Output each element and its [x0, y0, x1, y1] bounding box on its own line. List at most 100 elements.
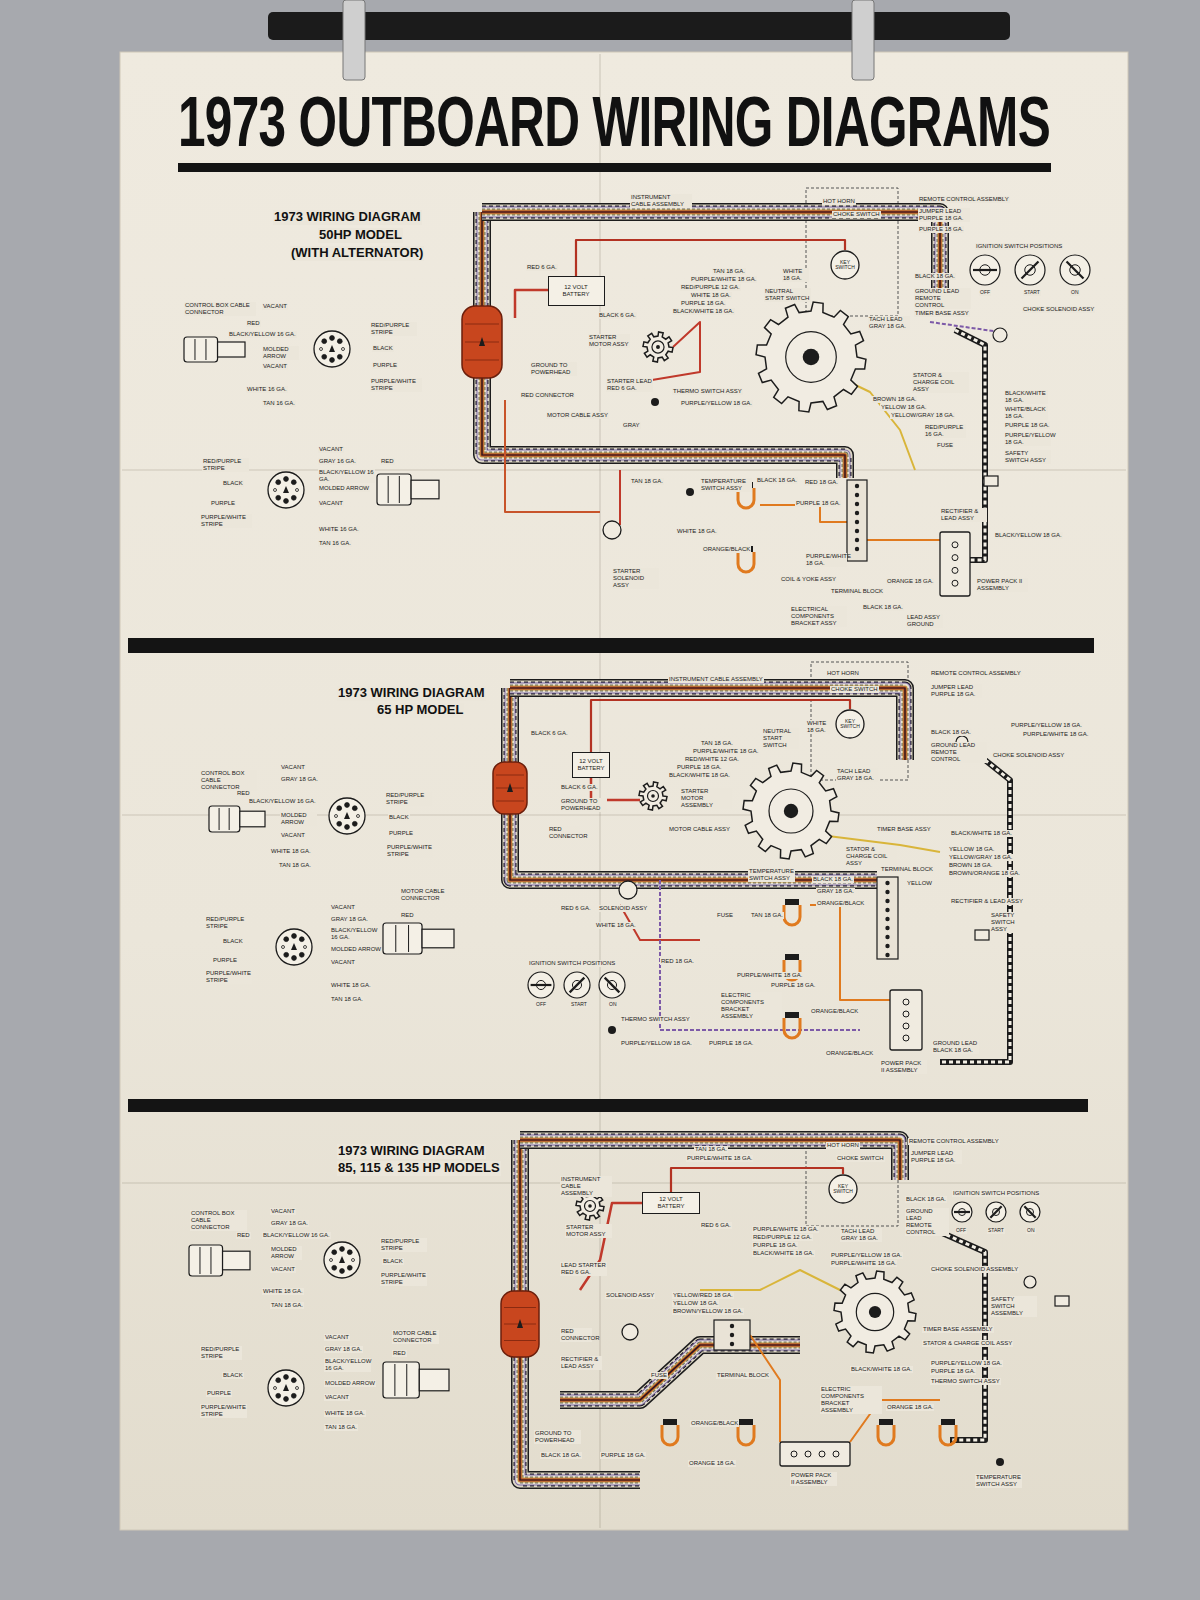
wire-label: RECTIFIER & LEAD ASSY	[950, 898, 1024, 905]
key-switch-outline	[829, 1175, 857, 1203]
connector-pin	[322, 339, 327, 344]
wire-label: TAN 18 GA.	[330, 996, 364, 1003]
key-slot	[973, 269, 997, 271]
wire-label: WHITE 16 GA.	[318, 526, 360, 533]
terminal-screw	[730, 1333, 734, 1337]
key-slot	[531, 984, 552, 986]
component-label: KEY SWITCH	[834, 260, 856, 271]
connector-pin	[337, 339, 342, 344]
power-pack-terminal	[903, 999, 909, 1005]
connector-pin	[276, 1378, 281, 1383]
wire-label: IGNITION SWITCH POSITIONS	[528, 960, 616, 967]
wire-label: LEAD STARTER RED 6 GA.	[560, 1262, 607, 1276]
wire-label: PURPLE/WHITE STRIPE	[370, 378, 422, 392]
connector-pin	[291, 1393, 296, 1398]
wire-label: POWER PACK II ASSEMBLY	[976, 578, 1028, 592]
wire-label: PURPLE/WHITE STRIPE	[200, 1404, 247, 1418]
wire-label: BLACK	[222, 480, 244, 487]
wire-label: MOLDED ARROW	[318, 485, 370, 492]
connector-ridge	[504, 1340, 536, 1341]
thermo-switch	[608, 1026, 616, 1034]
wire-label: MOLDED ARROW	[324, 1380, 376, 1387]
power-pack-terminal	[903, 1023, 909, 1029]
wire-label: STARTER MOTOR ASSY	[565, 1224, 612, 1238]
starter-solenoid	[603, 521, 621, 539]
wire-label: STARTER MOTOR ASSY	[588, 334, 630, 348]
wire-label: TEMPERATURE SWITCH ASSY	[700, 478, 752, 492]
wire-label: STATOR & CHARGE COIL ASSY	[922, 1340, 1013, 1347]
flywheel-hub	[652, 341, 664, 353]
wire-label: RED	[236, 1232, 251, 1239]
power-pack-terminal	[819, 1451, 825, 1457]
starter-solenoid	[622, 1324, 638, 1340]
wire	[760, 505, 847, 522]
wire-label: POWER PACK II ASSEMBLY	[790, 1472, 837, 1486]
wire-label: BLACK/YELLOW 16 GA.	[330, 927, 377, 941]
key-switch-circle: KEY SWITCH	[828, 1174, 858, 1204]
connector-pin	[291, 495, 296, 500]
wire	[640, 322, 700, 382]
battery-box: 12 VOLT BATTERY	[642, 1192, 700, 1214]
wire-label: RECTIFIER & LEAD ASSY	[560, 1356, 602, 1370]
flywheel-hub	[651, 794, 655, 798]
hanger-clip	[852, 0, 874, 80]
wire-label: RED/PURPLE STRIPE	[202, 458, 249, 472]
plug-detail	[395, 925, 396, 952]
choke-solenoid	[993, 328, 1007, 342]
key-slot	[570, 978, 585, 993]
component-label: 12 VOLT BATTERY	[575, 758, 607, 771]
wire-label: REMOTE CONTROL ASSEMBLY	[918, 196, 1010, 203]
wire-label: ORANGE/BLACK	[810, 1008, 859, 1015]
ignition-coil	[785, 954, 799, 960]
connector-pin	[352, 821, 357, 826]
terminal-screw	[885, 944, 889, 948]
wire-label: BLACK/YELLOW 16 GA.	[262, 1232, 331, 1239]
wire-label: SOLENOID ASSY	[605, 1292, 655, 1299]
wire-label: GROUND LEAD BLACK 18 GA.	[932, 1040, 979, 1054]
plug-detail	[210, 1247, 211, 1274]
wire-harness	[510, 688, 905, 760]
power-pack-terminal	[903, 1035, 909, 1041]
wire-label: PURPLE/YELLOW 18 GA.	[680, 400, 753, 407]
key-switch-outline	[836, 710, 864, 738]
connector-pin	[357, 815, 360, 818]
wire-label: TERMINAL BLOCK	[880, 866, 934, 873]
cable-plug	[223, 1251, 250, 1270]
terminal-screw	[885, 899, 889, 903]
terminal-block	[877, 877, 898, 959]
wire-label: BLACK/WHITE 18 GA.	[672, 308, 735, 315]
component-label: 12 VOLT BATTERY	[645, 1196, 697, 1209]
plug-detail	[199, 1247, 200, 1274]
molded-arrow	[329, 345, 335, 352]
ignition-position-dial	[528, 972, 554, 998]
ignition-coil	[785, 899, 799, 905]
section-heading: 85, 115 & 135 HP MODELS	[337, 1161, 501, 1176]
wire-label: CHOKE SWITCH	[836, 1155, 885, 1162]
wire-label: RED/PURPLE STRIPE	[200, 1346, 242, 1360]
poster-sheet	[120, 52, 1128, 1530]
wire-label: TAN 18 GA.	[700, 740, 734, 747]
wire-harness	[955, 330, 985, 560]
key-switch-circle: KEY SWITCH	[830, 250, 860, 280]
wire-label: ELECTRIC COMPONENTS BRACKET ASSEMBLY	[820, 1386, 882, 1414]
fold-line	[122, 1182, 1126, 1184]
wire-label: VACANT	[318, 446, 344, 453]
hanger-bar	[268, 12, 1010, 40]
connector-pin	[284, 499, 289, 504]
wire-label: GROUND TO POWERHEAD	[534, 1430, 581, 1444]
wire-harness	[510, 688, 905, 760]
flywheel-hub	[585, 1201, 596, 1212]
terminal-screw	[855, 493, 859, 497]
wire-label: PURPLE	[212, 957, 238, 964]
key-slot	[954, 1211, 970, 1213]
switch-position-label: ON	[1070, 290, 1080, 296]
wire-label: VACANT	[270, 1266, 296, 1273]
safety-switch	[1055, 1296, 1069, 1306]
connector-pin	[335, 815, 338, 818]
wire-label: RED CONNECTOR	[520, 392, 575, 399]
wire-label: RED/PURPLE 12 GA.	[680, 284, 741, 291]
wire-harness	[560, 1345, 800, 1400]
ignition-position-dial	[952, 1202, 972, 1222]
wire-label: MOTOR CABLE ASSY	[546, 412, 609, 419]
wire-label: VACANT	[262, 303, 288, 310]
